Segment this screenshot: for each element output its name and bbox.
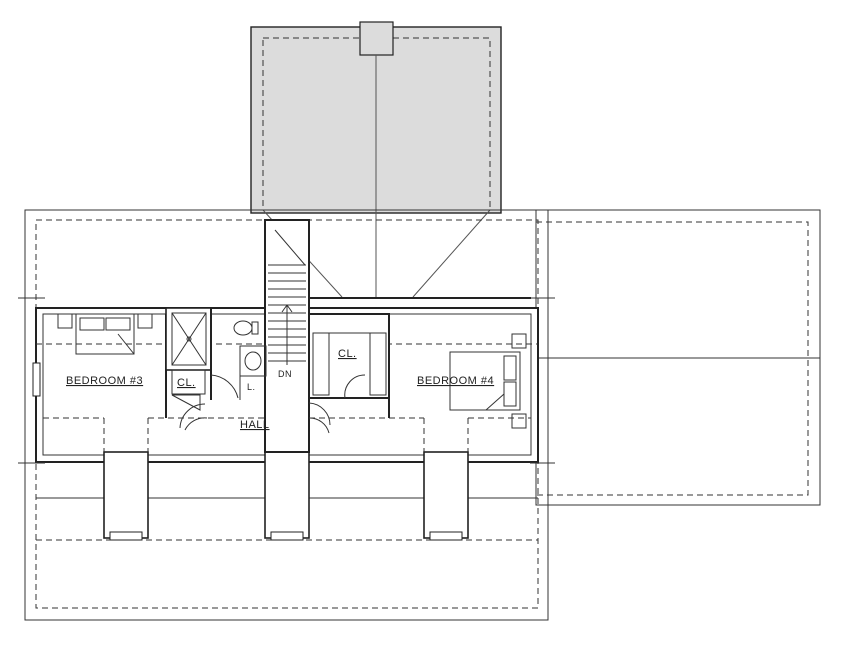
closet-left [171, 369, 206, 429]
bed-icon [449, 351, 521, 411]
bedroom-4-label: BEDROOM #4 [417, 375, 494, 387]
roof-dormer [250, 21, 502, 298]
chimney-icon [359, 21, 394, 56]
closet-right [308, 313, 390, 426]
nightstand-icon [511, 333, 527, 349]
stair-down-label: DN [278, 369, 292, 379]
nightstand-icon [511, 413, 527, 429]
bedroom-3-label: BEDROOM #3 [66, 375, 143, 387]
window-left [32, 362, 41, 397]
hall-label: HALL [240, 419, 270, 431]
nightstand-icon [137, 313, 153, 329]
linen-closet-label: L. [247, 382, 256, 392]
right-wing-roof [535, 209, 821, 506]
bedroom-4 [388, 314, 527, 429]
bed-icon [75, 313, 135, 355]
closet-left-label: CL. [177, 377, 196, 389]
bathroom [165, 307, 267, 400]
closet-right-label: CL. [338, 348, 357, 360]
nightstand-icon [57, 313, 73, 329]
lower-dormers [43, 417, 531, 541]
hall [184, 417, 330, 434]
stair [264, 219, 531, 453]
sink-icon [239, 345, 267, 377]
shower-icon [171, 312, 207, 366]
